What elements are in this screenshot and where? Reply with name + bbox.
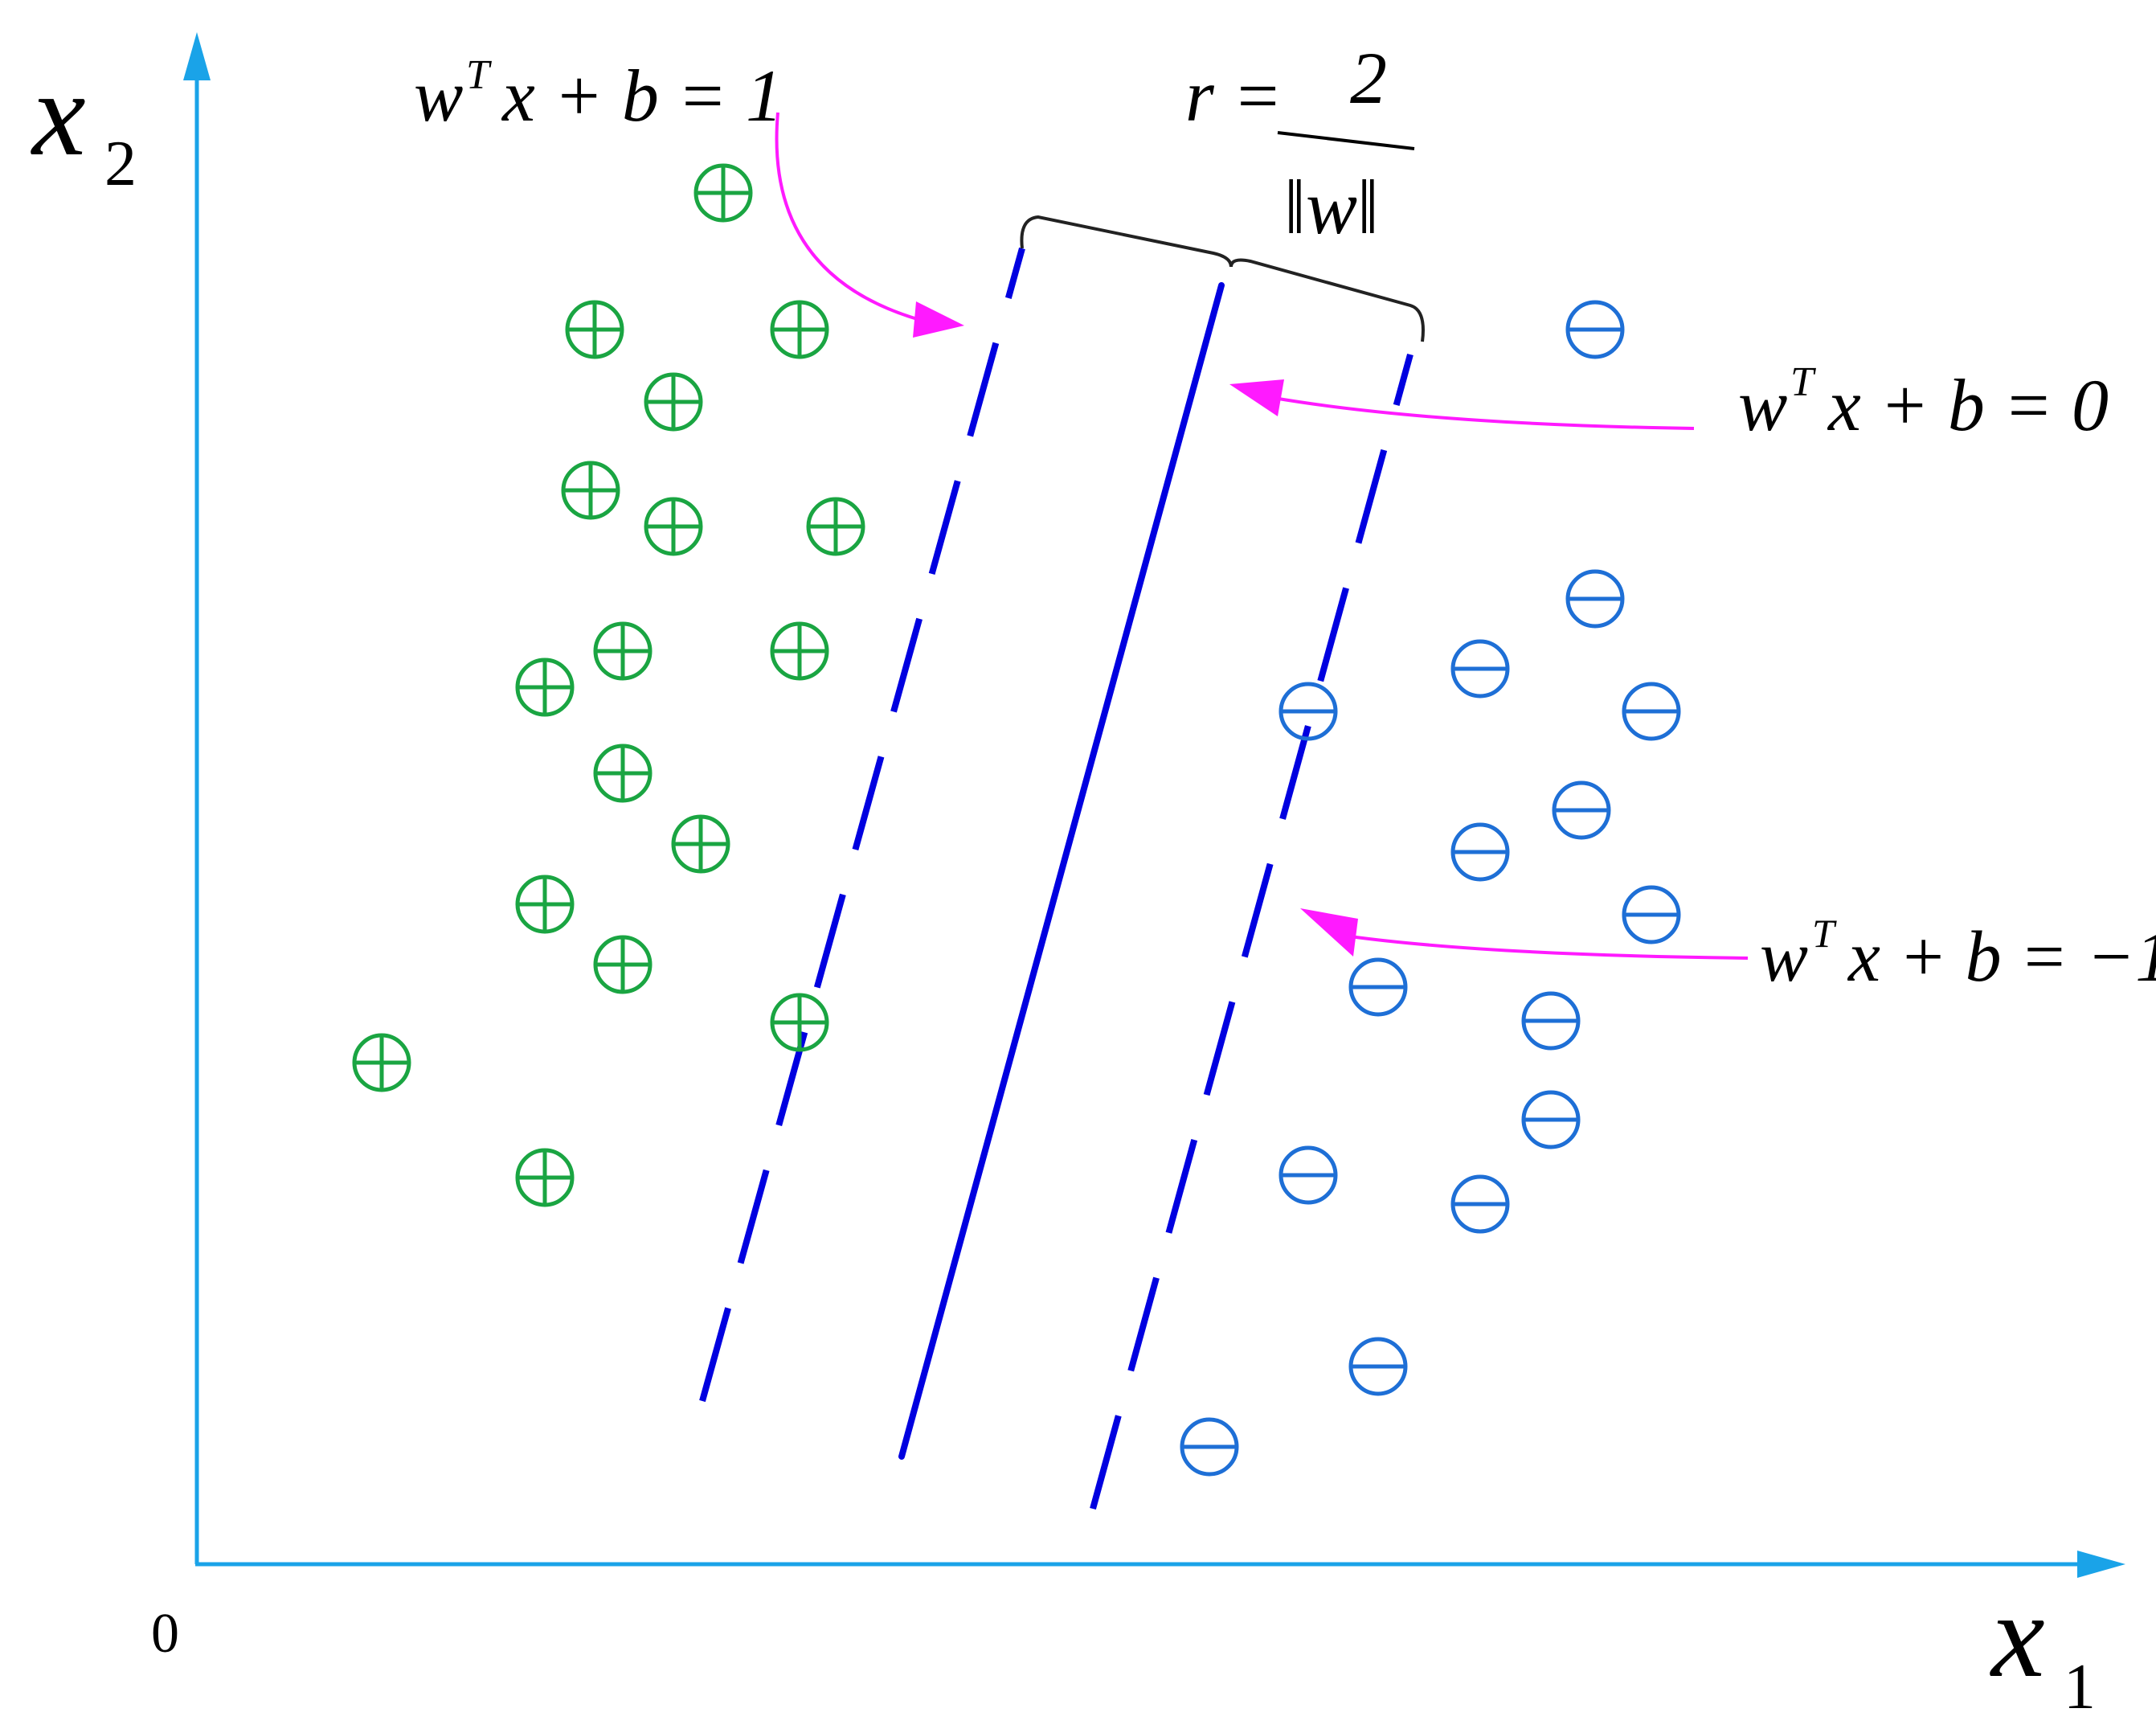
y-axis-arrowhead-icon bbox=[183, 32, 211, 80]
plus-circle-icon bbox=[806, 497, 865, 556]
plus-circle-icon bbox=[770, 621, 829, 681]
minus-circle-icon bbox=[1348, 1337, 1408, 1396]
plus-circle-icon bbox=[644, 372, 703, 432]
plus-circle-icon bbox=[671, 814, 730, 874]
margin-denominator: ‖w‖ bbox=[1284, 164, 1379, 250]
y-axis-label: x bbox=[31, 47, 86, 181]
equation-w: w bbox=[1760, 917, 1808, 997]
arrow-to-hyperplane bbox=[1273, 396, 1695, 430]
arrow-head-positive-margin-icon bbox=[913, 301, 964, 338]
margin-lhs: r = bbox=[1185, 55, 1283, 137]
plus-circle-icon bbox=[515, 1148, 575, 1207]
minus-circle-icon bbox=[1565, 300, 1625, 359]
minus-circle-icon bbox=[1565, 569, 1625, 629]
minus-circle-icon bbox=[1450, 822, 1510, 882]
x-axis-arrowhead-icon bbox=[2077, 1551, 2125, 1578]
origin-label: 0 bbox=[151, 1603, 179, 1665]
equation-rest: x + b = 0 bbox=[1827, 364, 2109, 446]
x-axis-subscript: 1 bbox=[2064, 1652, 2096, 1723]
margin-numerator: 2 bbox=[1350, 37, 1387, 119]
arrow-to-positive-margin bbox=[775, 112, 927, 323]
equation-rest: x + b = −1 bbox=[1847, 917, 2156, 997]
positive-margin-line bbox=[699, 247, 1025, 1403]
equation-w: w bbox=[1738, 364, 1787, 446]
minus-circle-icon bbox=[1450, 1174, 1510, 1234]
equation-margin-width: r = 2 ‖w‖ bbox=[1185, 37, 1415, 250]
plus-circle-icon bbox=[770, 993, 829, 1052]
plus-circle-icon bbox=[352, 1033, 411, 1092]
minus-circle-icon bbox=[1552, 780, 1611, 840]
separating-lines bbox=[699, 247, 1413, 1510]
arrow-to-negative-margin bbox=[1349, 935, 1749, 960]
plus-circle-icon bbox=[593, 744, 653, 803]
minus-circle-icon bbox=[1450, 639, 1510, 699]
minus-circle-icon bbox=[1180, 1417, 1239, 1477]
negative-points bbox=[1180, 300, 1681, 1477]
minus-circle-icon bbox=[1278, 1145, 1338, 1205]
equation-minus-margin: w T x + b = −1 bbox=[1760, 911, 2156, 997]
equation-rest: x + b = 1 bbox=[501, 55, 783, 137]
plus-circle-icon bbox=[644, 497, 703, 556]
plus-circle-icon bbox=[565, 300, 624, 359]
equation-w: w bbox=[414, 55, 463, 137]
pointer-arrows bbox=[775, 112, 1749, 960]
equation-superscript: T bbox=[1812, 911, 1837, 956]
arrow-head-negative-margin-icon bbox=[1300, 908, 1358, 957]
x-axis-label: x bbox=[1990, 1569, 2045, 1702]
minus-circle-icon bbox=[1278, 682, 1338, 741]
margin-brace bbox=[1020, 215, 1425, 342]
positive-points bbox=[352, 163, 865, 1207]
equation-hyperplane: w T x + b = 0 bbox=[1738, 359, 2109, 446]
equation-superscript: T bbox=[466, 52, 492, 98]
arrow-head-hyperplane-icon bbox=[1229, 379, 1284, 416]
hyperplane-line bbox=[898, 282, 1225, 1460]
plus-circle-icon bbox=[770, 300, 829, 359]
negative-margin-line bbox=[1090, 353, 1413, 1510]
fraction-bar bbox=[1277, 131, 1415, 150]
plus-circle-icon bbox=[693, 163, 753, 223]
y-axis-subscript: 2 bbox=[104, 129, 137, 199]
minus-circle-icon bbox=[1521, 991, 1581, 1051]
plus-circle-icon bbox=[593, 621, 653, 681]
minus-circle-icon bbox=[1622, 682, 1681, 741]
minus-circle-icon bbox=[1622, 885, 1681, 944]
plus-circle-icon bbox=[593, 935, 653, 994]
plus-circle-icon bbox=[515, 658, 575, 717]
equation-plus-margin: w T x + b = 1 bbox=[414, 52, 783, 137]
equation-superscript: T bbox=[1790, 359, 1816, 405]
plus-circle-icon bbox=[561, 461, 620, 520]
minus-circle-icon bbox=[1521, 1090, 1581, 1149]
plus-circle-icon bbox=[515, 875, 575, 934]
minus-circle-icon bbox=[1348, 957, 1408, 1017]
axes bbox=[183, 32, 2125, 1578]
